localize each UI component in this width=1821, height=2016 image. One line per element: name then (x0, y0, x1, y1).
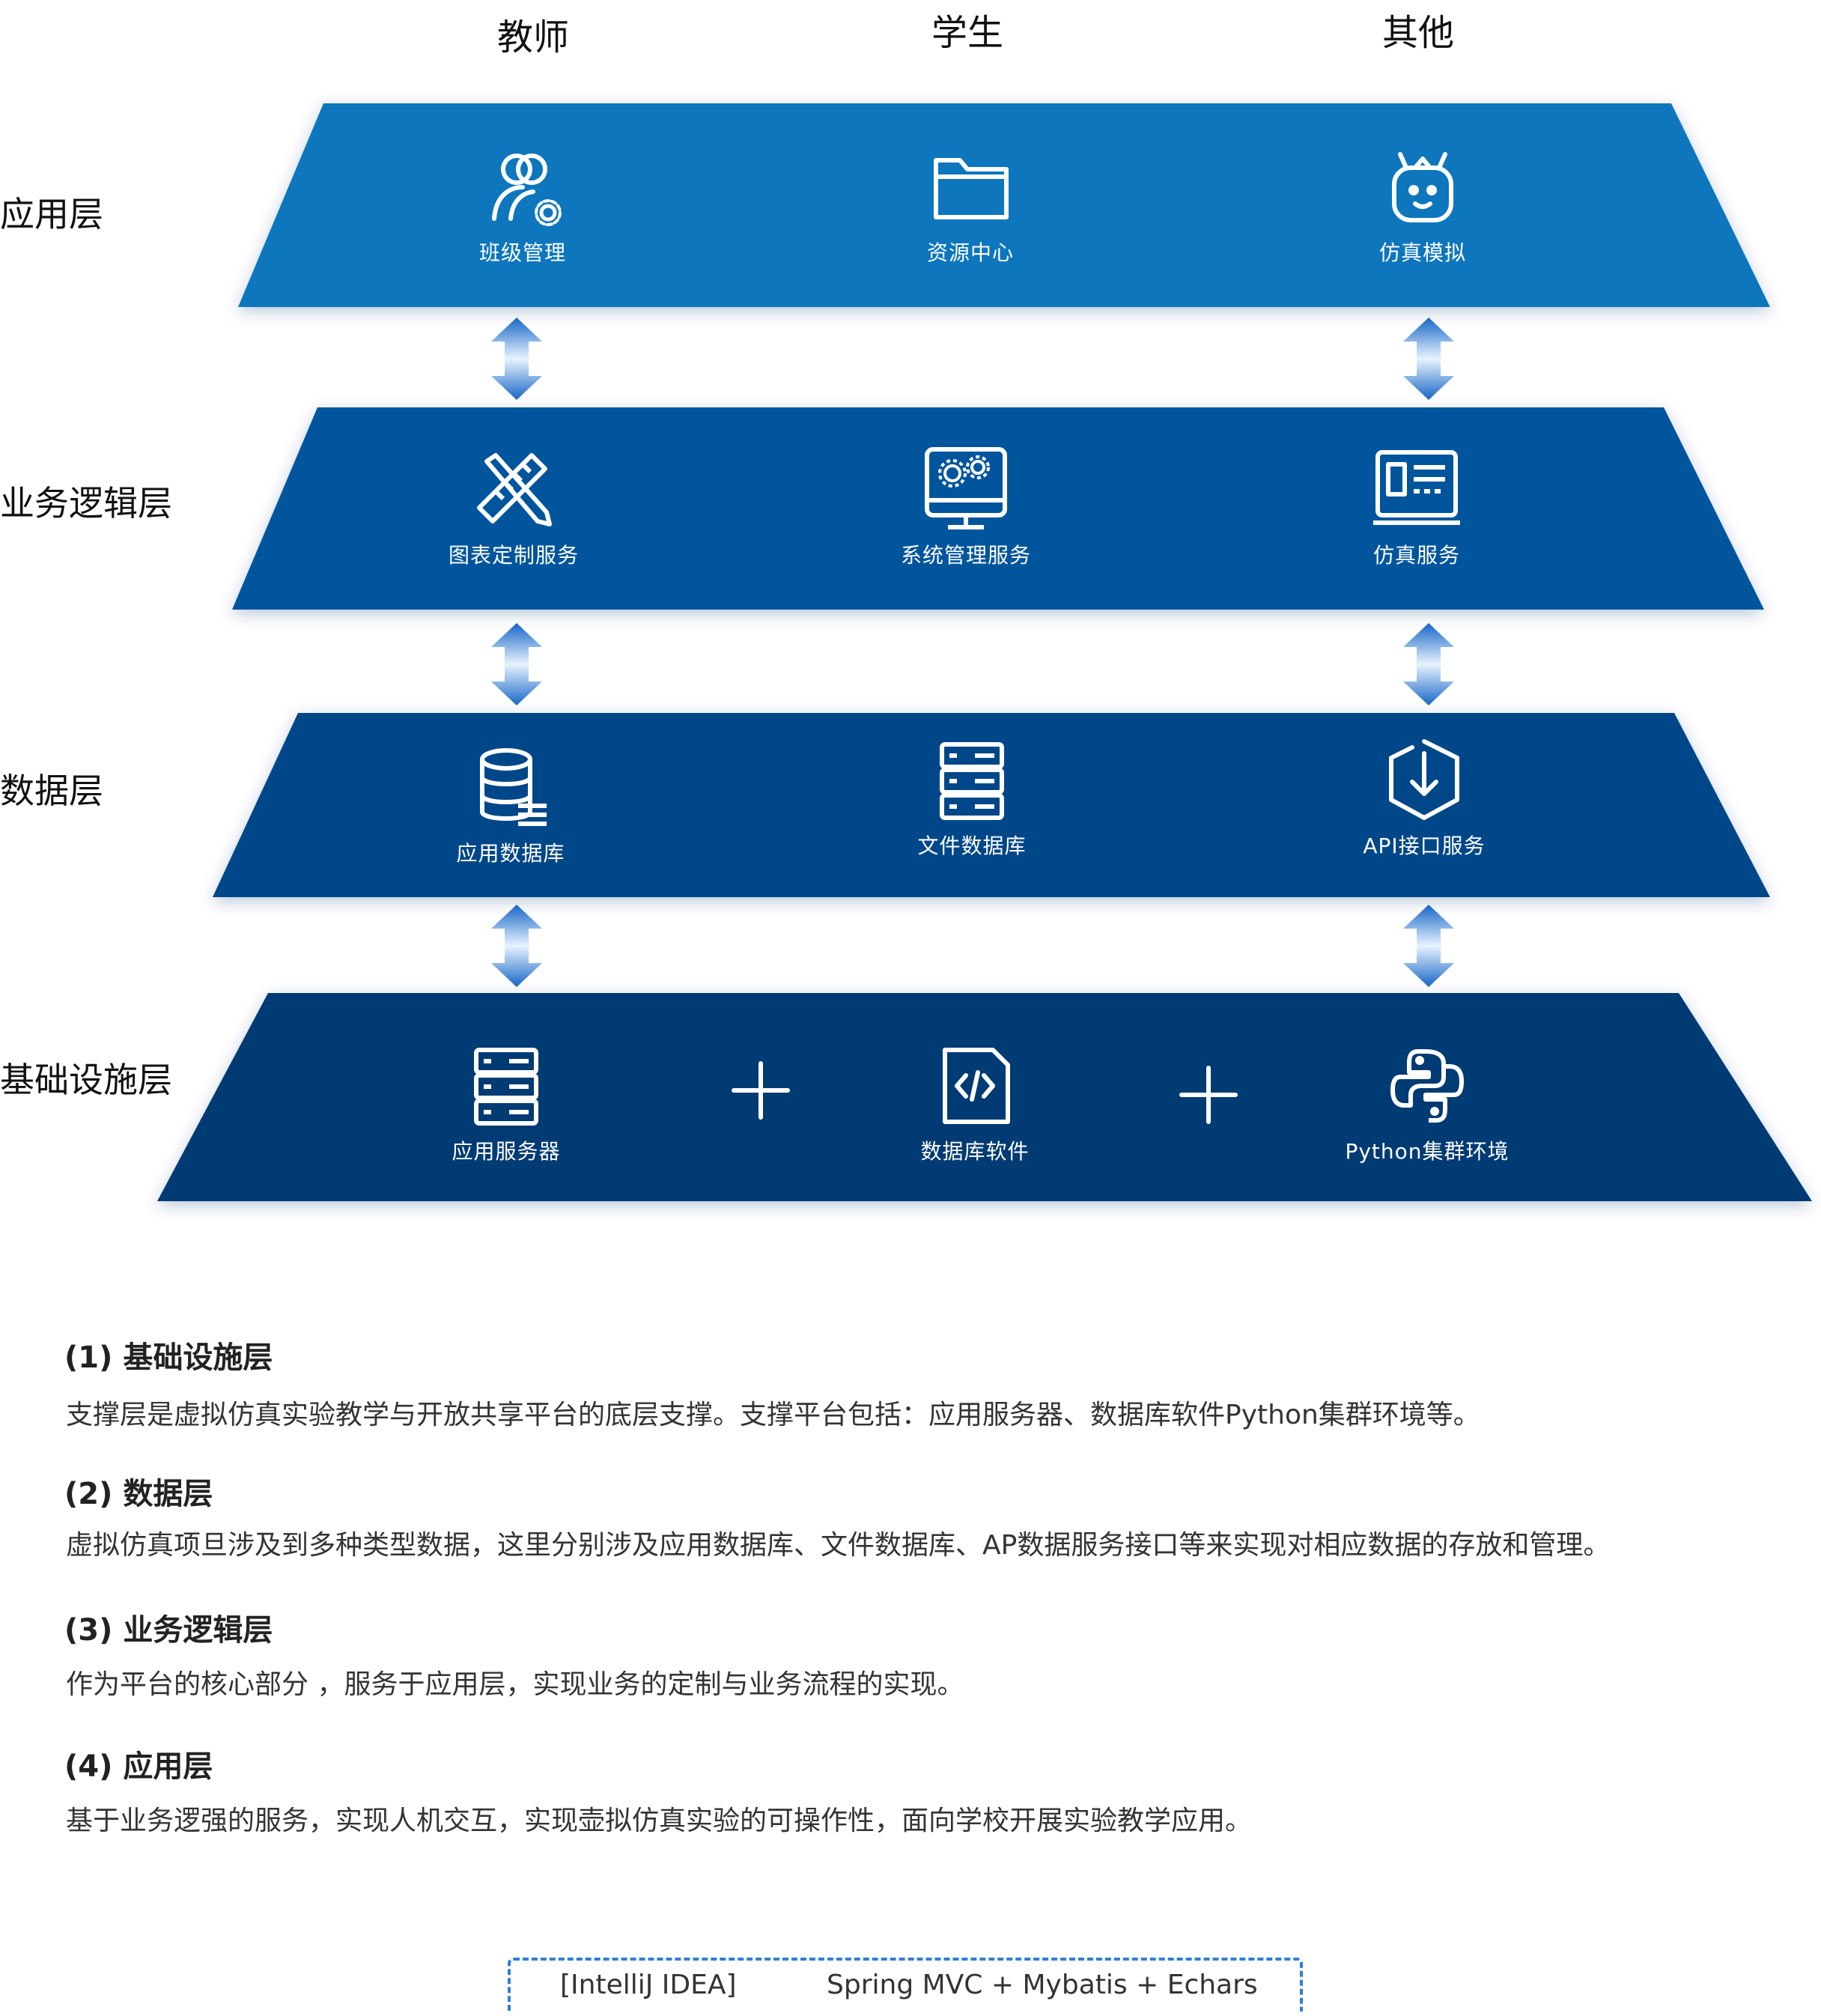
item-app-database[interactable]: 应用数据库 (376, 743, 645, 867)
item-api-service[interactable]: API接口服务 (1289, 735, 1559, 860)
item-label: 图表定制服务 (448, 543, 579, 568)
arrow-right-2 (1403, 623, 1454, 705)
column-header-student: 学生 (931, 12, 1003, 54)
item-app-server[interactable]: 应用服务器 (371, 1041, 641, 1165)
item-label: 文件数据库 (917, 834, 1027, 858)
file-server-icon (940, 742, 1004, 820)
item-label: 仿真服务 (1372, 543, 1460, 568)
layer-label-data: 数据层 (0, 771, 103, 811)
layer-label-application: 应用层 (0, 194, 103, 234)
news-panel-icon (1373, 450, 1460, 525)
item-label: 班级管理 (478, 240, 566, 265)
ruler-pencil-icon (477, 453, 552, 526)
item-simulation[interactable]: 仿真模拟 (1288, 142, 1557, 267)
tech-stack-frame (508, 1958, 1303, 2012)
item-resource-center[interactable]: 资源中心 (836, 142, 1105, 267)
item-label: 应用数据库 (456, 841, 565, 866)
item-file-database[interactable]: 文件数据库 (837, 735, 1107, 860)
plus-icon (732, 1061, 790, 1120)
item-label: 数据库软件 (920, 1139, 1030, 1164)
section-body-infra: 支撑层是虚拟仿真实验教学与开放共享平台的底层支撑。支撑平台包括：应用服务器、数据… (66, 1400, 1480, 1430)
item-label: 系统管理服务 (900, 543, 1031, 568)
item-system-management[interactable]: 系统管理服务 (831, 445, 1101, 569)
plus-icon (1179, 1066, 1238, 1124)
item-chart-custom-service[interactable]: 图表定制服务 (379, 445, 648, 569)
section-body-data: 虚拟仿真项旦涉及到多种类型数据，这里分别涉及应用数据库、文件数据库、AP数据服务… (66, 1530, 1611, 1561)
monitor-gears-icon (925, 447, 1007, 529)
server-icon (474, 1048, 538, 1126)
section-title-data: (2) 数据层 (64, 1477, 213, 1511)
column-header-other: 其他 (1381, 12, 1454, 54)
item-label: 资源中心 (926, 240, 1014, 265)
layer-label-infra: 基础设施层 (0, 1060, 172, 1100)
arrow-right-3 (1403, 905, 1454, 987)
item-class-management[interactable]: 班级管理 (388, 142, 657, 267)
arrow-left-3 (491, 905, 542, 987)
user-gear-icon (492, 154, 562, 226)
section-title-business: (3) 业务逻辑层 (64, 1613, 273, 1648)
python-icon (1390, 1049, 1464, 1123)
layer-business-band (232, 407, 1764, 610)
arrow-left-2 (491, 623, 542, 705)
item-database-software[interactable]: 数据库软件 (840, 1041, 1110, 1165)
folder-icon (934, 158, 1009, 219)
item-label: 应用服务器 (452, 1139, 561, 1164)
database-icon (480, 748, 547, 826)
section-title-application: (4) 应用层 (64, 1749, 213, 1784)
code-file-icon (943, 1048, 1010, 1124)
arrow-left-1 (491, 318, 542, 400)
item-label: API接口服务 (1363, 834, 1486, 858)
ide-label: [IntelliJ IDEA] (560, 1970, 737, 2000)
item-label: 仿真模拟 (1378, 240, 1466, 265)
item-simulation-service[interactable]: 仿真服务 (1282, 445, 1551, 569)
arrow-right-1 (1403, 318, 1454, 400)
download-shield-icon (1389, 739, 1459, 820)
layer-label-business: 业务逻辑层 (0, 483, 172, 523)
column-header-teacher: 教师 (496, 16, 569, 58)
section-title-infra: (1) 基础设施层 (64, 1341, 273, 1375)
section-body-application: 基于业务逻强的服务，实现人机交互，实现壶拟仿真实验的可操作性，面向学校开展实验教… (66, 1806, 1253, 1836)
framework-label: Spring MVC + Mybatis + Echars (827, 1970, 1258, 2000)
section-body-business: 作为平台的核心部分 ，服务于应用层，实现业务的定制与业务流程的实现。 (66, 1669, 964, 1700)
item-python-cluster[interactable]: Python集群环境 (1292, 1041, 1562, 1165)
robot-icon (1392, 152, 1453, 222)
item-label: Python集群环境 (1345, 1139, 1510, 1164)
